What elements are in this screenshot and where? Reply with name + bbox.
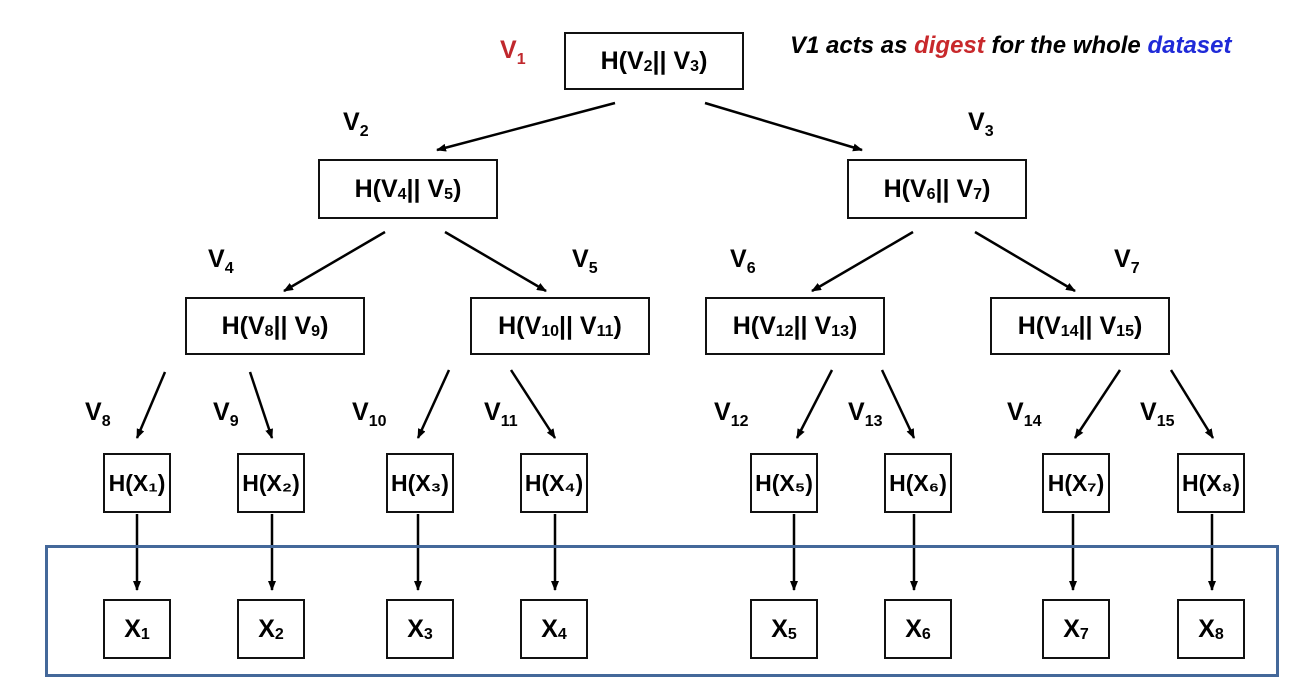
node-label-v8: V8	[85, 398, 111, 430]
node-label-v3: V3	[968, 108, 994, 140]
caption-dataset: dataset	[1147, 32, 1232, 59]
caption: V1 acts as digest for the whole dataset	[790, 32, 1232, 59]
edge-v4-v8	[135, 371, 167, 439]
edge-v7-v15	[1169, 369, 1215, 439]
node-label-v1: V1	[500, 36, 526, 68]
edge-v7-v14	[1073, 369, 1122, 439]
edge-v1-v3	[704, 101, 863, 152]
leaf-hash-x6: H(X₆)	[884, 453, 952, 513]
edge-v6-v13	[880, 369, 916, 439]
leaf-hash-x7: H(X₇)	[1042, 453, 1110, 513]
node-label-v5: V5	[572, 245, 598, 277]
edge-v3-v6	[811, 230, 914, 293]
leaf-hash-x2: H(X₂)	[237, 453, 305, 513]
leaf-hash-x4: H(X₄)	[520, 453, 588, 513]
node-label-v4: V4	[208, 245, 234, 277]
caption-digest: digest	[914, 32, 985, 59]
node-label-v10: V10	[352, 398, 387, 430]
edge-v6-v12	[795, 369, 834, 439]
edge-v2-v5	[444, 230, 547, 293]
edge-v5-v10	[416, 369, 451, 439]
node-label-v9: V9	[213, 398, 239, 430]
dataset-box	[45, 545, 1279, 677]
leaf-hash-x5: H(X₅)	[750, 453, 818, 513]
node-label-v12: V12	[714, 398, 749, 430]
node-label-v7: V7	[1114, 245, 1140, 277]
leaf-hash-x8: H(X₈)	[1177, 453, 1245, 513]
edge-v4-v9	[248, 371, 274, 439]
leaf-hash-x3: H(X₃)	[386, 453, 454, 513]
node-label-v15: V15	[1140, 398, 1175, 430]
node-label-v14: V14	[1007, 398, 1042, 430]
edge-v5-v11	[509, 369, 557, 439]
leaf-hash-x1: H(X₁)	[103, 453, 171, 513]
edge-v3-v7	[974, 230, 1076, 293]
node-label-v11: V11	[484, 398, 518, 430]
node-label-v6: V6	[730, 245, 756, 277]
edge-v1-v2	[436, 101, 616, 152]
node-label-v2: V2	[343, 108, 369, 140]
node-label-v13: V13	[848, 398, 883, 430]
edge-v2-v4	[283, 230, 386, 293]
